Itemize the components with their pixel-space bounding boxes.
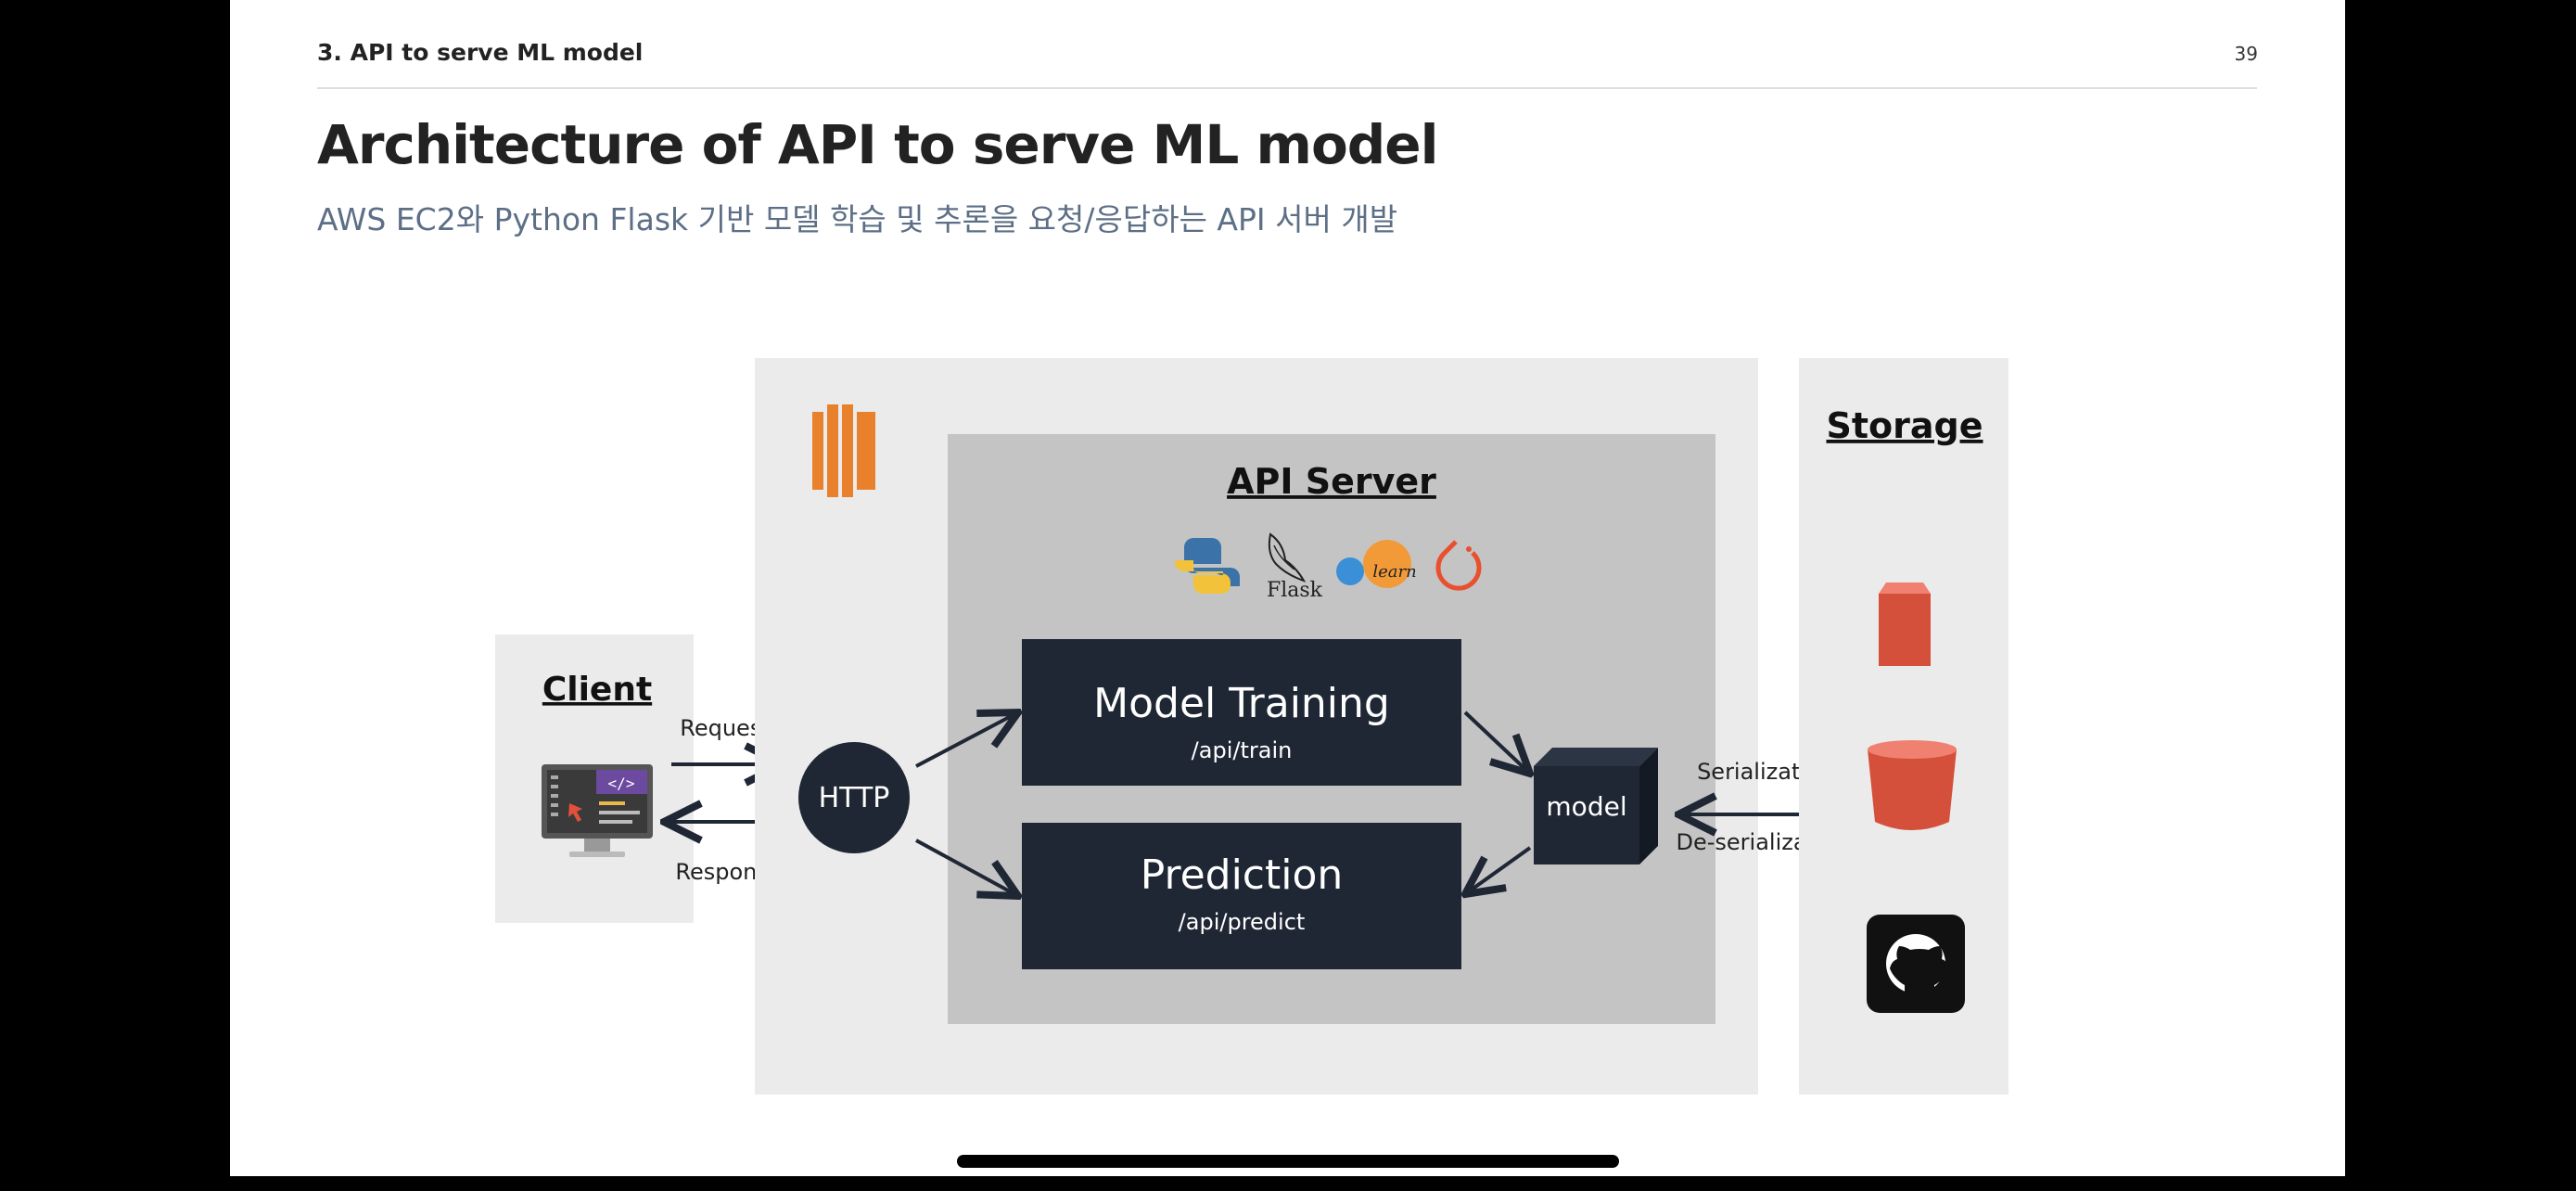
page-subtitle: AWS EC2와 Python Flask 기반 모델 학습 및 추론을 요청/… [317, 201, 1398, 237]
flask-label: Flask [1267, 579, 1323, 602]
section-title: 3. API to serve ML model [317, 39, 644, 66]
prediction-endpoint: /api/predict [1179, 909, 1306, 935]
aws-ec2-icon [812, 404, 875, 497]
http-node [798, 742, 910, 853]
prediction-box [1022, 823, 1461, 969]
python-icon [1175, 538, 1240, 594]
model-training-title: Model Training [1093, 680, 1390, 727]
http-to-training-arrow [915, 712, 1018, 768]
home-indicator[interactable] [957, 1155, 1619, 1168]
model-label: model [1546, 791, 1626, 822]
computer-icon: </> [542, 764, 653, 857]
api-server-title: API Server [1227, 461, 1436, 502]
flask-icon: Flask [1267, 532, 1323, 602]
learn-label: learn [1372, 562, 1416, 582]
client-title: Client [542, 671, 652, 709]
bucket-icon [1868, 740, 1957, 830]
page-title: Architecture of API to serve ML model [317, 113, 1439, 176]
model-training-box [1022, 639, 1461, 786]
s3-icon [1879, 583, 1931, 666]
scikit-learn-icon: learn [1336, 540, 1417, 588]
prediction-title: Prediction [1141, 852, 1344, 899]
storage-title: Storage [1827, 405, 1983, 446]
http-label: HTTP [819, 782, 890, 814]
pytorch-icon [1435, 540, 1482, 591]
model-cube [1534, 748, 1658, 864]
training-to-model-arrow [1463, 711, 1530, 774]
slide: 3. API to serve ML model 39 Architecture… [230, 0, 2345, 1176]
model-to-prediction-arrow [1465, 846, 1532, 894]
github-icon [1867, 915, 1965, 1013]
architecture-diagram: Client </> Request Response [495, 358, 2009, 1095]
header-divider [317, 87, 2257, 89]
http-to-prediction-arrow [915, 839, 1018, 896]
model-training-endpoint: /api/train [1192, 737, 1293, 763]
svg-text:</>: </> [608, 775, 635, 792]
page-number: 39 [2234, 43, 2258, 65]
